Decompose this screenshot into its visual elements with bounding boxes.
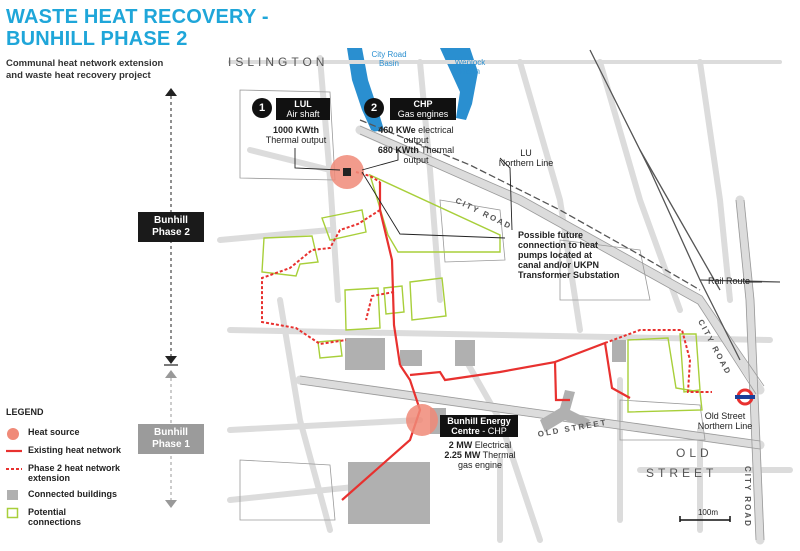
underground-roundel-icon xyxy=(735,388,755,406)
scale-bar xyxy=(679,516,731,522)
source-2-number-badge: 2 xyxy=(364,98,384,118)
source-2-name: CHP xyxy=(390,98,456,109)
legend-item-potential-connections: Potential connections xyxy=(6,507,146,527)
source-2-desc-1a: electrical xyxy=(418,125,454,135)
phase2-line-1: Bunhill xyxy=(154,215,188,226)
bunhill-centre-sub-a: Centre xyxy=(451,426,480,436)
future-note-line-4: canal and/or UKPN xyxy=(518,260,600,270)
heat-source-icon xyxy=(6,427,22,440)
future-note-line-1: Possible future xyxy=(518,230,584,240)
legend-title: LEGEND xyxy=(6,407,44,417)
legend-item-phase2-network: Phase 2 heat network extension xyxy=(6,463,146,483)
bunhill-value-1: 2 MW xyxy=(448,440,473,450)
source-1-value: 1000 KWth xyxy=(272,125,319,135)
water-label-wenlock-basin: Wenlock Basin xyxy=(448,58,492,76)
legend-item-connected-buildings: Connected buildings xyxy=(6,489,146,501)
existing-network-line-icon xyxy=(6,445,22,457)
wenlock-basin-line-1: Wenlock xyxy=(454,58,486,67)
phase2-network-dashed-icon xyxy=(6,463,22,475)
legend-label-phase2-network: Phase 2 heat network extension xyxy=(28,463,120,483)
page-title: WASTE HEAT RECOVERY - BUNHILL PHASE 2 xyxy=(6,6,336,50)
legend: LEGEND Heat source Existing heat network… xyxy=(6,407,146,533)
connected-building-swatch-icon xyxy=(6,489,22,501)
source-2-desc-2b: output xyxy=(403,155,429,165)
legend-label-phase2-line-2: extension xyxy=(28,473,71,483)
bunhill-centre-name: Bunhill Energy xyxy=(440,415,518,426)
source-2-info: 460 KWe electrical output 680 KWth Therm… xyxy=(366,125,466,165)
lu-line-1: LU xyxy=(520,148,532,158)
lu-northern-line-label: LU Northern Line xyxy=(494,148,558,168)
air-shaft-marker xyxy=(343,168,351,176)
phase1-line-1: Bunhill xyxy=(154,427,188,438)
city-road-basin-line-2: Basin xyxy=(378,59,399,68)
wenlock-basin-line-2: Basin xyxy=(459,67,480,76)
street-label-city-road-bottom: CITY ROAD xyxy=(743,466,752,528)
future-note-line-3: pumps located at xyxy=(518,250,593,260)
road-network xyxy=(217,55,793,545)
phase1-line-2: Phase 1 xyxy=(152,439,190,450)
rail-route-label: Rail Route xyxy=(708,276,751,286)
rail-routes xyxy=(359,49,781,361)
subtitle-line-1: Communal heat network extension xyxy=(6,58,164,69)
bunhill-desc-2b: gas engine xyxy=(457,460,503,470)
future-connection-note: Possible future connection to heat pumps… xyxy=(518,230,638,280)
water-label-city-road-basin: City Road Basin xyxy=(364,50,414,68)
potential-connections xyxy=(261,173,703,413)
legend-label-connected-buildings: Connected buildings xyxy=(28,489,117,499)
source-1-tag: LUL Air shaft xyxy=(276,98,330,120)
area-label-street: STREET xyxy=(646,466,718,480)
source-2-value-2: 680 KWth xyxy=(377,145,419,155)
legend-label-potential-line-2: connections xyxy=(28,517,82,527)
source-2-sub: Gas engines xyxy=(390,109,456,120)
legend-item-existing-network: Existing heat network xyxy=(6,445,146,457)
source-2-tag: CHP Gas engines xyxy=(390,98,456,120)
bunhill-centre-tag: Bunhill Energy Centre - CHP xyxy=(440,415,518,437)
phase1-label: Bunhill Phase 1 xyxy=(138,424,204,454)
area-label-islington: ISLINGTON xyxy=(228,55,329,69)
source-2-value-1: 460 KWe xyxy=(378,125,416,135)
legend-label-phase2-line-1: Phase 2 heat network xyxy=(28,463,121,473)
phase2-line-2: Phase 2 xyxy=(152,227,190,238)
connected-buildings xyxy=(345,338,626,524)
legend-item-heat-source: Heat source xyxy=(6,427,146,440)
source-1-info: 1000 KWth Thermal output xyxy=(258,125,334,145)
source-2-desc-2a: Thermal xyxy=(421,145,455,155)
area-label-old: OLD xyxy=(676,446,713,460)
legend-label-existing-network: Existing heat network xyxy=(28,445,122,455)
bunhill-centre-info: 2 MW Electrical 2.25 MW Thermal gas engi… xyxy=(432,440,528,470)
old-street-station-line-1: Old Street xyxy=(704,411,746,421)
source-1-name: LUL xyxy=(276,98,330,109)
bunhill-desc-2a: Thermal xyxy=(482,450,516,460)
bunhill-centre-sub-b: - CHP xyxy=(482,426,507,436)
old-street-station-line-2: Northern Line xyxy=(697,421,753,431)
future-note-line-2: connection to heat xyxy=(518,240,599,250)
legend-label-potential-line-1: Potential xyxy=(28,507,67,517)
legend-label-potential-connections: Potential connections xyxy=(28,507,81,527)
source-1-sub: Air shaft xyxy=(276,109,330,120)
page-subtitle: Communal heat network extension and wast… xyxy=(6,58,226,82)
title-line-1: WASTE HEAT RECOVERY - xyxy=(6,6,269,28)
source-2-desc-1b: output xyxy=(403,135,429,145)
bunhill-value-2: 2.25 MW xyxy=(444,450,481,460)
lu-line-2: Northern Line xyxy=(498,158,554,168)
potential-connection-swatch-icon xyxy=(6,507,22,519)
source-1-desc: Thermal output xyxy=(265,135,327,145)
source-1-number-badge: 1 xyxy=(252,98,272,118)
scale-label: 100m xyxy=(697,508,718,517)
city-road-basin-line-1: City Road xyxy=(371,50,407,59)
phase2-label: Bunhill Phase 2 xyxy=(138,212,204,242)
leader-lines xyxy=(294,148,762,283)
title-line-2: BUNHILL PHASE 2 xyxy=(6,28,188,50)
old-street-station-label: Old Street Northern Line xyxy=(694,411,756,431)
bunhill-desc-1: Electrical xyxy=(474,440,512,450)
bunhill-centre-sub: Centre - CHP xyxy=(440,426,518,437)
phase2-heat-network xyxy=(261,171,712,393)
future-note-line-5: Transformer Substation xyxy=(518,270,620,280)
subtitle-line-2: and waste heat recovery project xyxy=(6,70,151,81)
legend-label-heat-source: Heat source xyxy=(28,427,80,437)
